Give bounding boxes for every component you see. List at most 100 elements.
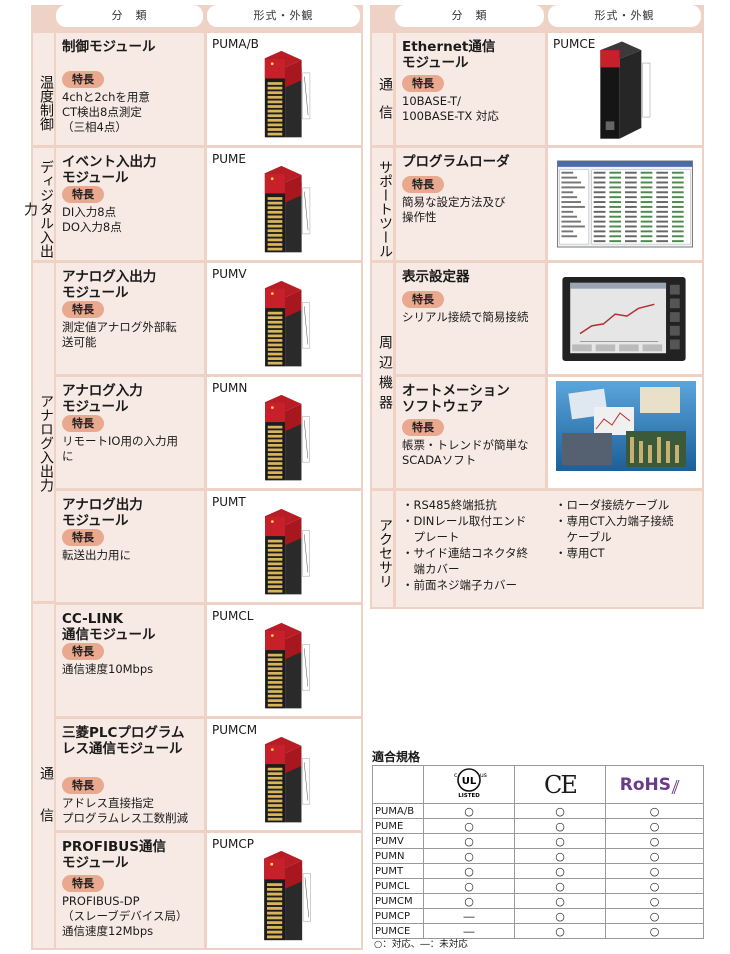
product-title-line: オートメーション: [402, 383, 510, 399]
svg-text:us: us: [480, 772, 487, 779]
category-label: アクセサリ: [377, 518, 393, 588]
product-title-line: プログラムローダ: [402, 154, 510, 170]
category-accessories: アクセサリ: [372, 491, 393, 607]
model-code: PUMN: [212, 381, 248, 395]
feature-badge: 特長: [402, 419, 444, 436]
compliance-mark: ○: [514, 923, 606, 939]
model-code: PUMCP: [212, 837, 254, 851]
product-cell: [56, 148, 204, 260]
feature-line: シリアル接続で簡易接続: [402, 310, 529, 324]
accessories-list-1: ・RS485終端抵抗・DINレール取付エンド プレート・サイド連結コネクタ終 端…: [402, 497, 528, 593]
accessory-item: ・サイド連結コネクタ終: [402, 546, 529, 560]
category-analog-io: アナログ入出力: [33, 263, 54, 601]
ul-listed-icon: UL c us LISTED: [454, 768, 487, 799]
compliance-row: PUMCP―○○: [372, 908, 704, 924]
accessories-cell: [396, 491, 702, 607]
ce-mark-icon: CE: [544, 770, 578, 799]
right-header-form: 形式・外観: [548, 5, 701, 27]
product-title: 制御モジュール: [62, 39, 156, 55]
feature-badge: 特長: [62, 643, 104, 660]
compliance-title: 適合規格: [372, 750, 421, 764]
compliance-mark: ○: [514, 833, 606, 849]
feature-badge: 特長: [402, 75, 444, 92]
product-photo: [578, 35, 668, 147]
feature-badge: 特長: [62, 777, 104, 794]
product-title-line: モジュール: [62, 170, 129, 186]
accessories-list-2: ・ローダ接続ケーブル・専用CT入力端子接続 ケーブル・専用CT: [555, 497, 674, 561]
feature-line: 簡易な設定方法及び: [402, 195, 506, 209]
product-title-line: アナログ入出力: [62, 269, 157, 285]
product-title: イベント入出力モジュール: [62, 154, 157, 186]
model-code: PUME: [212, 152, 246, 166]
feature-line: DI入力8点: [62, 205, 117, 219]
compliance-mark: ○: [605, 863, 704, 879]
feature-description: PROFIBUS-DP（スレーブデバイス局）通信速度12Mbps: [62, 894, 187, 939]
feature-line: アドレス直接指定: [62, 796, 154, 810]
product-cell: [56, 719, 204, 830]
svg-text:LISTED: LISTED: [458, 793, 480, 799]
model-name: PUMCM: [372, 893, 424, 909]
rohs-logo-cell: RoHS: [605, 765, 704, 804]
category-label: アナログ入出力: [38, 394, 54, 492]
feature-line: （三相4点）: [62, 120, 127, 134]
feature-description: 10BASE-T/100BASE-TX 対応: [402, 94, 499, 124]
compliance-mark: ○: [423, 848, 515, 864]
category-right-communication: 通 信: [372, 33, 393, 145]
product-cell: [396, 263, 545, 374]
compliance-row: PUMCL○○○: [372, 878, 704, 894]
product-title-line: 制御モジュール: [62, 39, 156, 55]
compliance-corner: [372, 765, 424, 804]
product-photo: [556, 381, 696, 475]
product-title-line: イベント入出力: [62, 154, 157, 170]
model-name: PUMN: [372, 848, 424, 864]
model-code: PUMCL: [212, 609, 254, 623]
compliance-row: PUMN○○○: [372, 848, 704, 864]
svg-text:c: c: [454, 772, 457, 779]
product-title-line: 三菱PLCプログラム: [62, 725, 185, 741]
product-title-line: モジュール: [62, 285, 129, 301]
product-cell: [56, 33, 204, 145]
feature-line: に: [62, 449, 74, 463]
category-label: 通 信: [38, 766, 54, 822]
model-name: PUME: [372, 818, 424, 834]
product-title: アナログ出力モジュール: [62, 497, 143, 529]
product-photo: [247, 621, 325, 716]
model-code: PUMA/B: [212, 37, 259, 51]
compliance-mark: ○: [605, 893, 704, 909]
model-name: PUMCL: [372, 878, 424, 894]
feature-line: CT検出8点測定: [62, 105, 142, 119]
compliance-mark: ○: [423, 818, 515, 834]
product-title: アナログ入出力モジュール: [62, 269, 156, 301]
category-peripherals: 周辺機器: [372, 263, 393, 488]
accessory-item: ・専用CT: [555, 546, 605, 560]
rohs-leaf-icon: [671, 779, 692, 794]
product-title-line: Ethernet通信: [402, 39, 496, 55]
feature-line: SCADAソフト: [402, 453, 477, 467]
compliance-mark: ○: [605, 923, 704, 939]
product-photo: [556, 160, 694, 252]
category-label: ディジタル入出力: [22, 160, 54, 258]
model-code: PUMV: [212, 267, 247, 281]
category-support-tool: サポートツール: [372, 148, 393, 260]
product-photo: [247, 279, 325, 374]
feature-line: リモートIO用の入力用: [62, 434, 178, 448]
feature-line: プログラムレス工数削減: [62, 811, 189, 825]
product-title-line: 通信モジュール: [62, 627, 156, 643]
compliance-mark: ○: [514, 803, 606, 819]
product-title: プログラムローダ: [402, 154, 510, 170]
product-cell: [56, 605, 204, 716]
model-name: PUMA/B: [372, 803, 424, 819]
product-title-line: ソフトウェア: [402, 399, 483, 415]
compliance-table: UL c us LISTED CE RoHS PUMA/B○○○PUME○○○P…: [372, 765, 704, 939]
category-label: 温度制御: [38, 75, 54, 131]
product-title-line: PROFIBUS通信: [62, 839, 166, 855]
accessory-item: プレート: [402, 530, 460, 544]
left-header-class: 分 類: [56, 5, 203, 27]
product-title: PROFIBUS通信モジュール: [62, 839, 166, 871]
accessory-item: ケーブル: [555, 530, 612, 544]
feature-line: 通信速度12Mbps: [62, 924, 154, 938]
feature-badge: 特長: [62, 529, 104, 546]
accessory-item: ・専用CT入力端子接続: [555, 514, 674, 528]
